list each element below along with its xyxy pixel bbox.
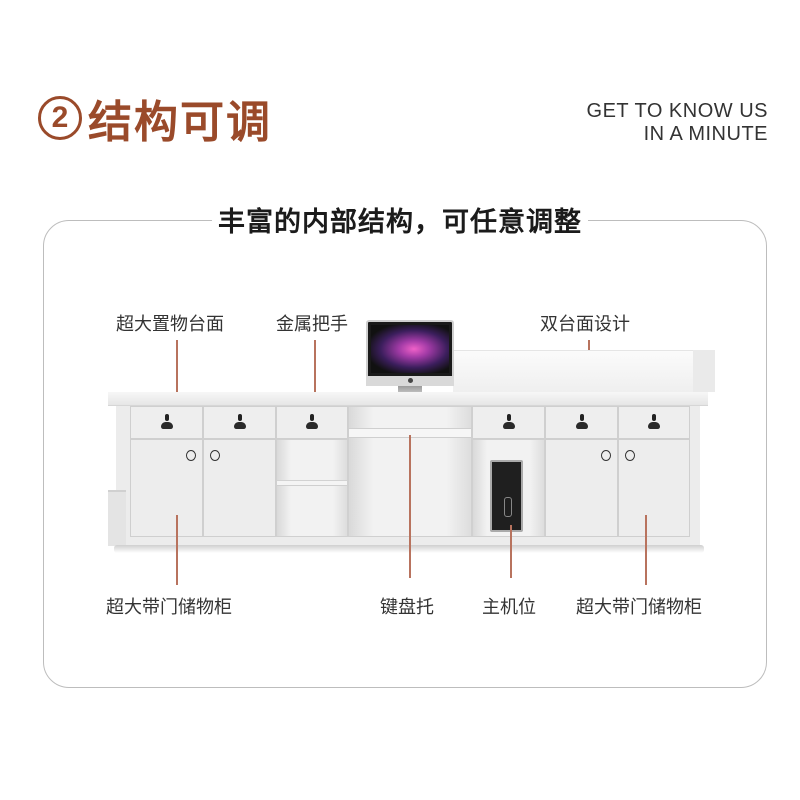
leader-line (176, 515, 178, 585)
callout-storage-cabinet-right: 超大带门储物柜 (576, 597, 702, 618)
tagline: GET TO KNOW US IN A MINUTE (587, 100, 768, 146)
leader-line (510, 525, 512, 578)
tagline-line-2: IN A MINUTE (643, 123, 768, 145)
cabinet-door (203, 439, 276, 537)
ring-handle-icon (601, 450, 611, 461)
subtitle-wrap: 丰富的内部结构，可任意调整 (0, 200, 800, 239)
drawer (545, 406, 618, 439)
callout-storage-cabinet-left: 超大带门储物柜 (106, 597, 232, 618)
lock-handle-icon (648, 414, 660, 432)
lock-handle-icon (502, 414, 515, 432)
panel-subtitle: 丰富的内部结构，可任意调整 (212, 200, 588, 239)
callout-pc-slot: 主机位 (482, 597, 536, 618)
callout-dual-countertop: 双台面设计 (540, 314, 630, 335)
title-text: 结构可调 (88, 97, 272, 148)
imac-monitor-icon (366, 320, 454, 395)
cabinet-door (130, 439, 203, 537)
leader-line (409, 435, 411, 578)
upper-countertop-side (693, 350, 715, 392)
callout-large-countertop: 超大置物台面 (116, 314, 224, 335)
callout-metal-handle: 金属把手 (276, 314, 348, 335)
drawer (472, 406, 545, 439)
ring-handle-icon (625, 450, 635, 461)
drawer (276, 406, 348, 439)
callout-keyboard-tray: 键盘托 (380, 597, 434, 618)
lock-handle-icon (233, 414, 246, 432)
ring-handle-icon (186, 450, 196, 461)
drawer (130, 406, 203, 439)
circled-number: 2 (38, 96, 82, 140)
counter-base-left (108, 490, 126, 546)
pc-tower-icon (490, 460, 523, 532)
leader-line (645, 515, 647, 585)
drawer (203, 406, 276, 439)
lock-handle-icon (306, 414, 318, 432)
leader-line (314, 340, 316, 422)
lock-handle-icon (575, 414, 588, 432)
open-shelf-cell (276, 439, 348, 537)
drawer (618, 406, 690, 439)
reception-counter-illustration (108, 320, 715, 555)
shelf-board (277, 480, 347, 486)
section-title: 2 结构可调 (38, 88, 272, 148)
tagline-line-1: GET TO KNOW US (586, 100, 768, 122)
upper-countertop (453, 350, 693, 392)
ring-handle-icon (210, 450, 220, 461)
lower-countertop (108, 392, 708, 406)
lock-handle-icon (160, 414, 173, 432)
cabinet-door (618, 439, 690, 537)
cabinet-door (545, 439, 618, 537)
leader-line (176, 340, 178, 395)
